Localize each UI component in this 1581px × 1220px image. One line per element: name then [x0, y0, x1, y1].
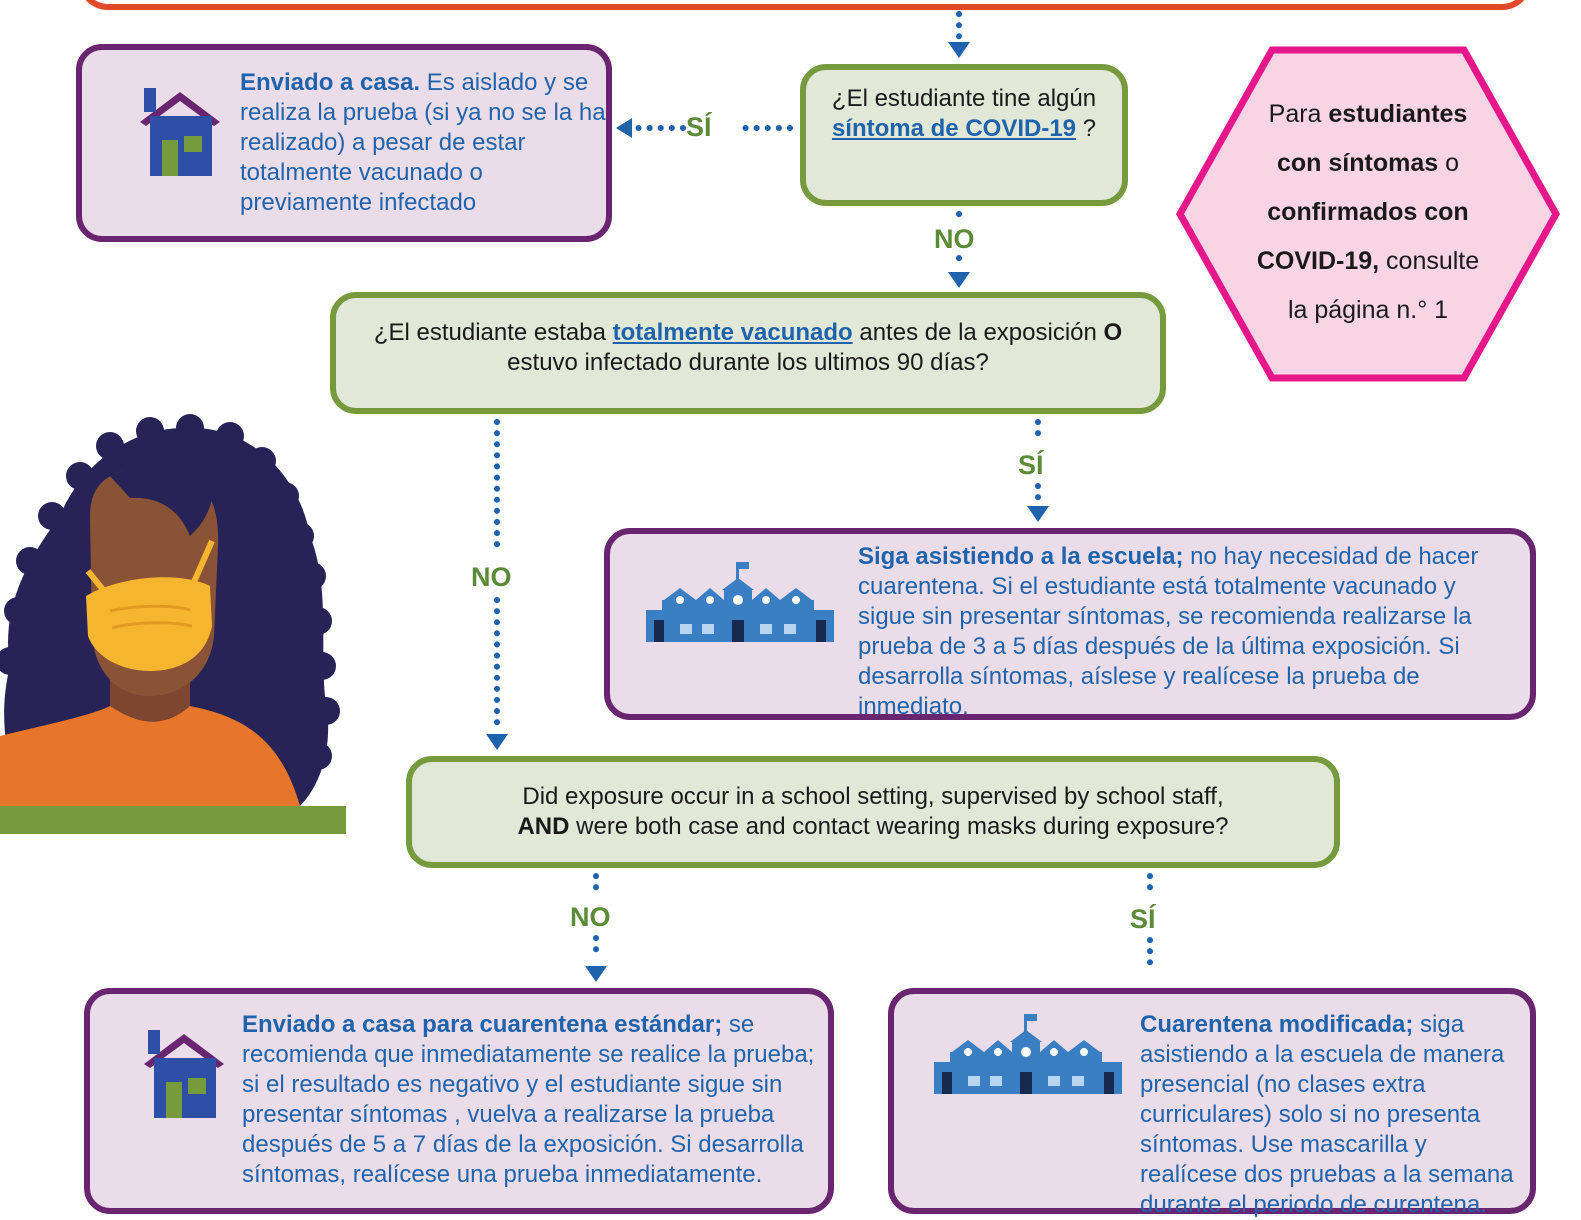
outcome-sent-home-isolate: Enviado a casa. Es aislado y se realiza …: [76, 44, 612, 242]
decision-school-setting-text: Did exposure occur in a school setting, …: [517, 783, 1229, 840]
outcome-stay-in-school: Siga asistiendo a la escuela; no hay nec…: [604, 528, 1536, 720]
outcome-stay-in-school-text: Siga asistiendo a la escuela; no hay nec…: [858, 543, 1479, 720]
decision-symptoms-text: ¿El estudiante tine algún síntoma de COV…: [831, 85, 1097, 142]
decision-vaccinated: ¿El estudiante estaba totalmente vacunad…: [330, 292, 1166, 414]
house-icon: [144, 1030, 224, 1118]
house-icon: [140, 88, 220, 176]
outcome-modified-quarantine: Cuarentena modificada; siga asistiendo a…: [888, 988, 1536, 1218]
school-icon: [646, 562, 834, 642]
label-yes-q3: SÍ: [1130, 904, 1156, 934]
school-icon: [934, 1014, 1122, 1094]
label-no-q3: NO: [570, 902, 611, 932]
label-yes-q2: SÍ: [1018, 450, 1044, 480]
masked-student-illustration: [0, 414, 346, 834]
decision-symptoms: ¿El estudiante tine algún síntoma de COV…: [800, 64, 1128, 206]
outcome-modified-quarantine-text: Cuarentena modificada; siga asistiendo a…: [1140, 1011, 1514, 1218]
label-yes-q1: SÍ: [686, 112, 712, 142]
decision-vaccinated-text: ¿El estudiante estaba totalmente vacunad…: [373, 319, 1123, 376]
label-no-q1: NO: [934, 224, 975, 254]
outcome-standard-quarantine: Enviado a casa para cuarentena estándar;…: [84, 988, 834, 1214]
symptoms-link[interactable]: síntoma de COVID-19: [831, 115, 1077, 142]
hexagon-note-shape: [1175, 46, 1560, 382]
vaccinated-link[interactable]: totalmente vacunado: [612, 319, 853, 346]
outcome-sent-home-isolate-text: Enviado a casa. Es aislado y se realiza …: [240, 69, 606, 216]
hexagon-note-text: Para estudiantes con síntomas o confirma…: [1256, 100, 1480, 324]
outcome-standard-quarantine-text: Enviado a casa para cuarentena estándar;…: [242, 1011, 815, 1188]
label-no-q2: NO: [471, 562, 512, 592]
decision-school-setting: Did exposure occur in a school setting, …: [406, 756, 1340, 868]
